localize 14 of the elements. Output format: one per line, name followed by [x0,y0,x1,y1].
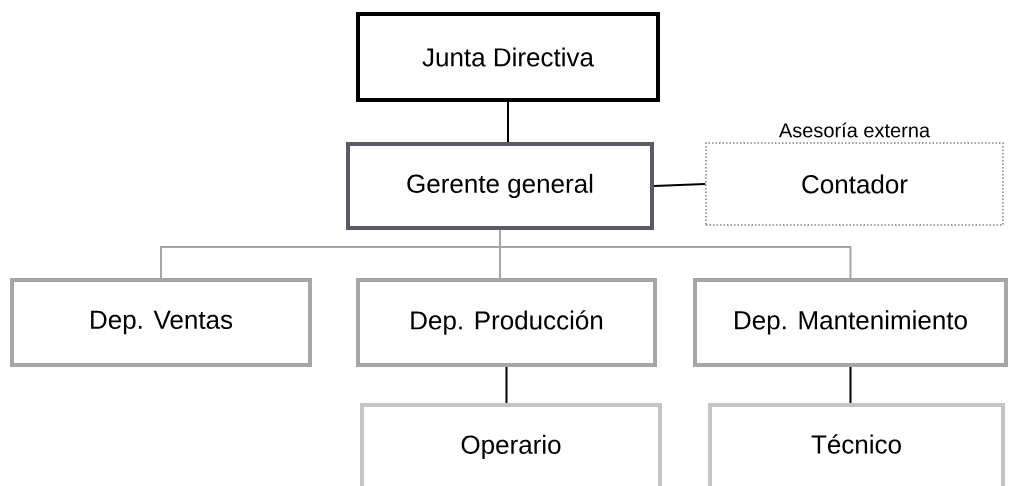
connector-line [653,183,707,187]
connector-line [499,229,852,279]
connector-line [849,366,852,404]
org-box: Contador [705,142,1004,226]
org-box: Dep. Ventas [10,278,312,367]
org-box: Gerente general [346,142,654,230]
box-heading: Asesoría externa [778,122,931,138]
org-box: Dep. Mantenimiento [693,278,1008,367]
org-box: Dep. Producción [356,278,657,367]
connector-line [507,101,509,143]
connector-line [505,366,508,404]
org-box: Operario [360,403,662,486]
org-box: Técnico [708,403,1005,486]
org-box: Junta Directiva [356,12,660,102]
